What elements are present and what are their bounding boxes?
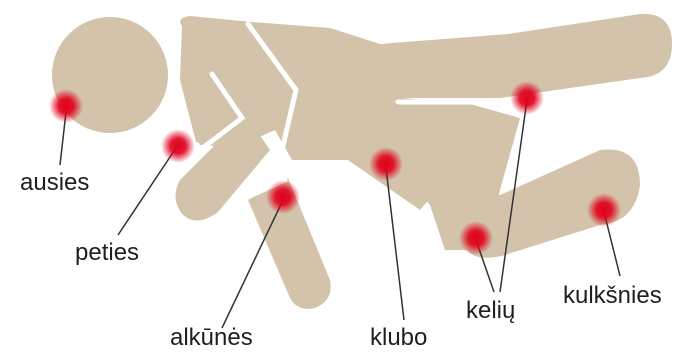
lying-person-figure [52, 14, 672, 309]
label-shoulder: peties [75, 239, 139, 266]
label-hip: klubo [370, 324, 427, 351]
label-ear: ausies [20, 169, 89, 196]
label-elbow: alkūnės [170, 324, 253, 351]
marker-hip [369, 147, 403, 181]
marker-shoulder [161, 129, 195, 163]
marker-knee-right [510, 81, 544, 115]
leader-shoulder [118, 148, 176, 235]
label-knee: kelių [466, 297, 515, 324]
marker-knee-left [459, 221, 493, 255]
marker-elbow [266, 180, 300, 214]
label-ankle: kulkšnies [563, 282, 662, 309]
leader-elbow [222, 200, 283, 328]
marker-ear [49, 89, 83, 123]
marker-ankle [587, 193, 621, 227]
